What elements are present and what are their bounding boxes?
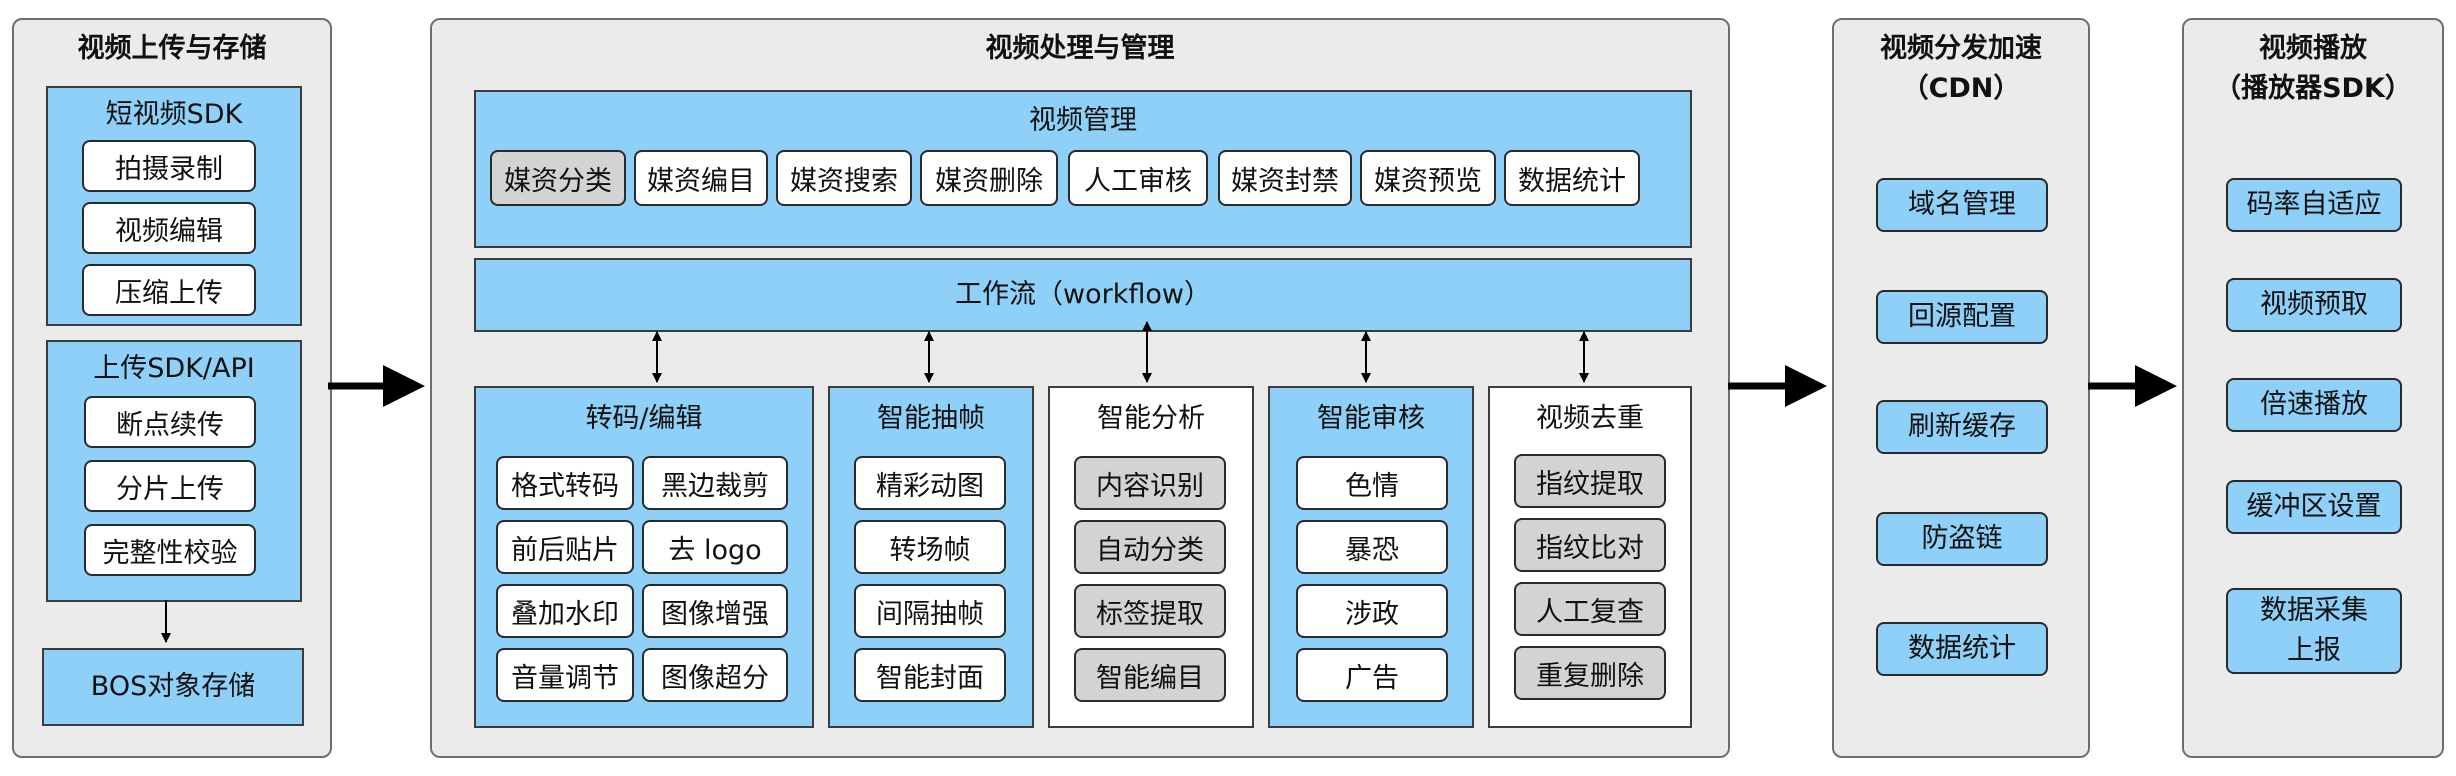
module-dedup: 视频去重 指纹提取 指纹比对 人工复查 重复删除 xyxy=(1488,386,1692,728)
transcode-item-crop: 黑边裁剪 xyxy=(642,456,788,510)
review-item-politics: 涉政 xyxy=(1296,584,1448,638)
transcode-item-enhance: 图像增强 xyxy=(642,584,788,638)
frame-item-transition: 转场帧 xyxy=(854,520,1006,574)
transcode-item-delogo: 去 logo xyxy=(642,520,788,574)
processing-management-panel: 视频处理与管理 视频管理 媒资分类 媒资编目 媒资搜索 媒资删除 人工审核 媒资… xyxy=(430,18,1730,758)
dedup-item-delete: 重复删除 xyxy=(1514,646,1666,700)
mgmt-item-delete: 媒资删除 xyxy=(920,150,1058,206)
cdn-title-line2: （CDN） xyxy=(1901,73,2021,104)
frame-item-cover: 智能封面 xyxy=(854,648,1006,702)
bos-storage-box: BOS对象存储 xyxy=(42,648,304,726)
video-management-box: 视频管理 媒资分类 媒资编目 媒资搜索 媒资删除 人工审核 媒资封禁 媒资预览 … xyxy=(474,90,1692,248)
frame-item-gif: 精彩动图 xyxy=(854,456,1006,510)
upload-sdk-api-title: 上传SDK/API xyxy=(93,353,255,384)
player-item-report: 数据采集 上报 xyxy=(2226,588,2402,674)
player-title-line2: （播放器SDK） xyxy=(2214,73,2412,104)
mgmt-item-preview: 媒资预览 xyxy=(1360,150,1496,206)
cdn-item-hotlink: 防盗链 xyxy=(1876,512,2048,566)
mgmt-item-ban: 媒资封禁 xyxy=(1218,150,1352,206)
mgmt-item-stats: 数据统计 xyxy=(1504,150,1640,206)
transcode-item-format: 格式转码 xyxy=(496,456,634,510)
frame-item-interval: 间隔抽帧 xyxy=(854,584,1006,638)
module-smart-review: 智能审核 色情 暴恐 涉政 广告 xyxy=(1268,386,1474,728)
short-video-sdk-box: 短视频SDK 拍摄录制 视频编辑 压缩上传 xyxy=(46,86,302,326)
transcode-item-watermark: 叠加水印 xyxy=(496,584,634,638)
workflow-label: 工作流（workflow） xyxy=(955,279,1211,310)
mgmt-item-search: 媒资搜索 xyxy=(776,150,912,206)
upload-storage-panel: 视频上传与存储 短视频SDK 拍摄录制 视频编辑 压缩上传 上传SDK/API … xyxy=(12,18,332,758)
player-item-speed: 倍速播放 xyxy=(2226,378,2402,432)
analysis-item-classify: 自动分类 xyxy=(1074,520,1226,574)
video-management-title: 视频管理 xyxy=(1029,105,1137,136)
transcode-item-volume: 音量调节 xyxy=(496,648,634,702)
review-item-porn: 色情 xyxy=(1296,456,1448,510)
upload-item-integrity: 完整性校验 xyxy=(84,524,256,576)
player-report-line2: 上报 xyxy=(2287,635,2341,666)
sdk-item-edit: 视频编辑 xyxy=(82,202,256,254)
dedup-item-recheck: 人工复查 xyxy=(1514,582,1666,636)
upload-item-chunk: 分片上传 xyxy=(84,460,256,512)
cdn-title-line1: 视频分发加速 xyxy=(1880,33,2042,64)
player-item-abr: 码率自适应 xyxy=(2226,178,2402,232)
cdn-item-origin: 回源配置 xyxy=(1876,290,2048,344)
module-transcode-edit: 转码/编辑 格式转码 黑边裁剪 前后贴片 去 logo 叠加水印 图像增强 音量… xyxy=(474,386,814,728)
mgmt-item-catalog: 媒资编目 xyxy=(634,150,768,206)
mgmt-item-review: 人工审核 xyxy=(1068,150,1208,206)
module-smart-frame: 智能抽帧 精彩动图 转场帧 间隔抽帧 智能封面 xyxy=(828,386,1034,728)
workflow-bar: 工作流（workflow） xyxy=(474,258,1692,332)
cdn-item-domain: 域名管理 xyxy=(1876,178,2048,232)
player-panel: 视频播放 （播放器SDK） 码率自适应 视频预取 倍速播放 缓冲区设置 数据采集… xyxy=(2182,18,2444,758)
review-item-ads: 广告 xyxy=(1296,648,1448,702)
transcode-item-patch: 前后贴片 xyxy=(496,520,634,574)
bos-storage-label: BOS对象存储 xyxy=(90,671,256,702)
player-report-line1: 数据采集 xyxy=(2260,595,2368,626)
analysis-item-recognize: 内容识别 xyxy=(1074,456,1226,510)
mgmt-item-classify: 媒资分类 xyxy=(490,150,626,206)
upload-panel-title: 视频上传与存储 xyxy=(77,33,267,64)
short-video-sdk-title: 短视频SDK xyxy=(105,99,243,130)
module-analysis-title: 智能分析 xyxy=(1097,403,1205,434)
player-item-prefetch: 视频预取 xyxy=(2226,278,2402,332)
player-item-buffer: 缓冲区设置 xyxy=(2226,480,2402,534)
analysis-item-catalog: 智能编目 xyxy=(1074,648,1226,702)
cdn-item-refresh: 刷新缓存 xyxy=(1876,400,2048,454)
sdk-item-record: 拍摄录制 xyxy=(82,140,256,192)
module-transcode-title: 转码/编辑 xyxy=(585,403,703,434)
analysis-item-tags: 标签提取 xyxy=(1074,584,1226,638)
module-smart-analysis: 智能分析 内容识别 自动分类 标签提取 智能编目 xyxy=(1048,386,1254,728)
processing-panel-title: 视频处理与管理 xyxy=(985,33,1175,64)
player-title-line1: 视频播放 xyxy=(2259,33,2367,64)
review-item-terror: 暴恐 xyxy=(1296,520,1448,574)
module-review-title: 智能审核 xyxy=(1317,403,1425,434)
upload-item-resume: 断点续传 xyxy=(84,396,256,448)
upload-sdk-api-box: 上传SDK/API 断点续传 分片上传 完整性校验 xyxy=(46,340,302,602)
dedup-item-fingerprint: 指纹提取 xyxy=(1514,454,1666,508)
cdn-item-stats: 数据统计 xyxy=(1876,622,2048,676)
dedup-item-compare: 指纹比对 xyxy=(1514,518,1666,572)
module-frame-title: 智能抽帧 xyxy=(877,403,985,434)
transcode-item-superres: 图像超分 xyxy=(642,648,788,702)
cdn-panel: 视频分发加速 （CDN） 域名管理 回源配置 刷新缓存 防盗链 数据统计 xyxy=(1832,18,2090,758)
sdk-item-compress-upload: 压缩上传 xyxy=(82,264,256,316)
module-dedup-title: 视频去重 xyxy=(1536,403,1644,434)
